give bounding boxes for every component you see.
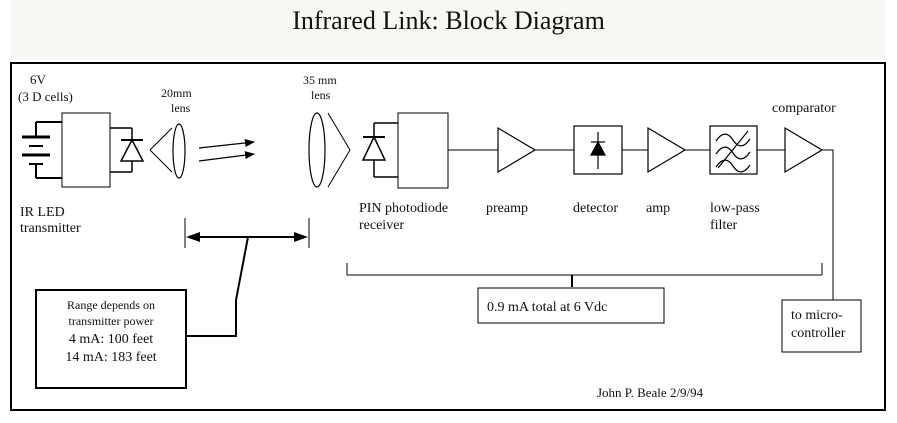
comparator-label: comparator — [772, 101, 836, 116]
range-double-arrow — [184, 218, 310, 337]
amp-icon — [647, 126, 687, 174]
preamp-label: preamp — [486, 201, 528, 216]
receiver-label-2: receiver — [359, 218, 404, 233]
output-label-1: to micro- — [791, 308, 843, 323]
lens-35mm-label-2: lens — [311, 88, 331, 102]
photodiode-icon — [327, 112, 398, 188]
lowpass-label-1: low-pass — [710, 201, 760, 216]
range-note-line-4: 14 mA: 183 feet — [65, 350, 156, 365]
preamp-icon — [497, 126, 537, 174]
lowpass-label-2: filter — [710, 218, 738, 233]
transmitter-label-1: IR LED — [20, 205, 65, 220]
signal-wire — [448, 149, 834, 300]
current-bracket — [346, 263, 823, 287]
range-note-box — [35, 289, 187, 389]
detector-diode-icon — [589, 132, 607, 169]
range-note-line-1: Range depends on — [67, 298, 155, 312]
transmitter-block — [61, 112, 111, 188]
range-note-line-2: transmitter power — [69, 314, 154, 328]
battery-icon — [22, 121, 62, 179]
lens-20mm-label-2: lens — [171, 101, 191, 115]
detector-label: detector — [573, 201, 618, 216]
receiver-label-1: PIN photodiode — [359, 201, 448, 216]
battery-cells-label: (3 D cells) — [18, 89, 73, 104]
output-label-2: controller — [791, 326, 846, 341]
lens-20mm-icon — [172, 123, 186, 179]
battery-voltage-label: 6V — [30, 72, 47, 87]
lowpass-filter-icon — [715, 130, 751, 173]
diagram-frame — [10, 62, 886, 411]
detector-block — [573, 125, 623, 175]
receiver-block — [397, 112, 449, 189]
page-title: Infrared Link: Block Diagram — [292, 6, 605, 35]
output-box — [781, 299, 862, 353]
comparator-icon — [784, 126, 824, 174]
author-credit: John P. Beale 2/9/94 — [597, 385, 704, 400]
lens-20mm-label-1: 20mm — [161, 86, 192, 100]
ir-beam-arrows — [198, 138, 255, 162]
lowpass-filter-block — [709, 125, 758, 175]
lens-35mm-label-1: 35 mm — [303, 73, 337, 87]
title-bar — [10, 0, 886, 57]
transmitter-label-2: transmitter — [20, 221, 81, 236]
led-diode-icon — [110, 127, 173, 173]
amp-label: amp — [646, 201, 670, 216]
current-note-label: 0.9 mA total at 6 Vdc — [487, 300, 607, 315]
range-note-line-3: 4 mA: 100 feet — [69, 332, 153, 347]
lens-35mm-icon — [308, 112, 326, 188]
current-note-box — [477, 287, 665, 324]
